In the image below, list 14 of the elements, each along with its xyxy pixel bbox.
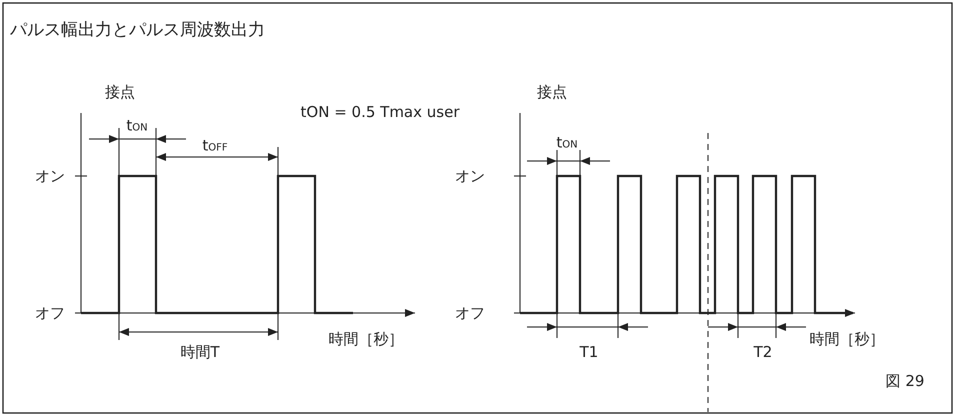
level-label: オフ: [455, 304, 485, 322]
dimension-label: T2: [754, 343, 772, 361]
level-label: オフ: [35, 304, 65, 322]
level-label: オン: [455, 167, 485, 185]
title: パルス幅出力とパルス周波数出力: [10, 21, 265, 39]
level-label: オン: [35, 167, 65, 185]
axis-label: 接点: [537, 83, 567, 101]
dimension-label: T1: [580, 343, 598, 361]
axis-label: 接点: [105, 83, 135, 101]
axis-label: 時間［秒］: [328, 330, 404, 348]
formula-note: tON = 0.5 Tmax user: [300, 103, 460, 121]
dimension-label: 時間T: [180, 343, 220, 361]
axis-label: 時間［秒］: [810, 330, 884, 348]
figure-number: 図 29: [886, 372, 924, 390]
